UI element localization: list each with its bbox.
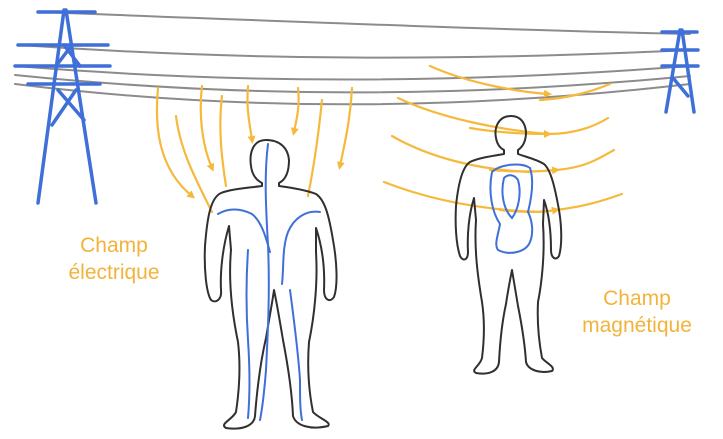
magnetic-field-label: Champ magnétique — [552, 285, 722, 339]
field-arrow — [176, 116, 212, 212]
wire — [40, 12, 690, 34]
person-right-icon — [456, 116, 562, 374]
field-arrow — [201, 86, 212, 168]
field-arrow — [220, 96, 226, 186]
field-arrow — [294, 88, 299, 132]
field-arrow — [556, 194, 622, 210]
left-pylon-icon — [15, 10, 110, 203]
field-arrow — [392, 136, 530, 172]
magnetic-field-label-line2: magnétique — [552, 312, 722, 339]
field-arrow — [308, 100, 322, 196]
field-arrow — [490, 170, 556, 172]
field-arrow — [247, 86, 252, 140]
right-pylon-icon — [662, 30, 698, 112]
field-arrow — [556, 150, 614, 170]
electric-field-label-line1: Champ — [34, 232, 194, 259]
electric-field-label: Champ électrique — [34, 232, 194, 286]
body-current-lines — [218, 144, 320, 420]
field-arrow — [548, 118, 608, 134]
wire — [15, 66, 690, 80]
magnetic-field-label-line1: Champ — [552, 285, 722, 312]
field-arrow — [340, 88, 352, 166]
body-outline — [456, 116, 562, 374]
field-arrow — [157, 88, 192, 196]
wire — [20, 45, 690, 58]
electric-field-label-line2: électrique — [34, 259, 194, 286]
